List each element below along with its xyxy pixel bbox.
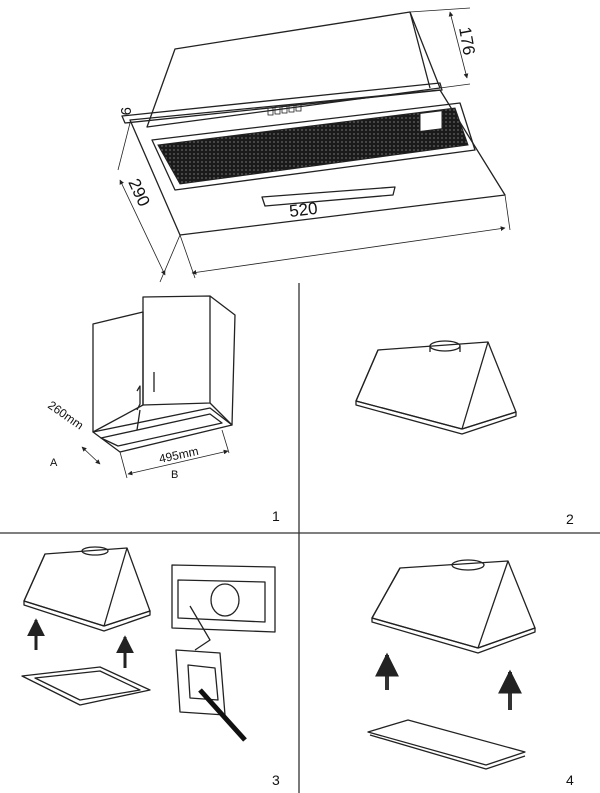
- step-number-1: 1: [272, 508, 280, 524]
- dimension-520: 520: [288, 199, 318, 221]
- step-number-2: 2: [566, 511, 574, 527]
- dimension-9: 9: [117, 107, 134, 115]
- cabinet-depth-label: 260mm: [45, 398, 86, 432]
- point-a-label: A: [50, 457, 58, 469]
- dimension-290: 290: [124, 176, 153, 210]
- step-2-hood-drawing: [355, 340, 517, 435]
- hood-overview-drawing: 176 9 290 520: [117, 7, 511, 283]
- point-b-label: B: [171, 469, 178, 481]
- step-4-drawing: [367, 559, 536, 770]
- control-buttons: [267, 103, 302, 116]
- dimension-176: 176: [455, 25, 479, 56]
- step-1-cabinet-drawing: 260mm 495mm A B: [45, 295, 236, 481]
- step-number-4: 4: [566, 772, 574, 788]
- step-number-3: 3: [272, 772, 280, 788]
- step-3-drawing: [21, 546, 276, 742]
